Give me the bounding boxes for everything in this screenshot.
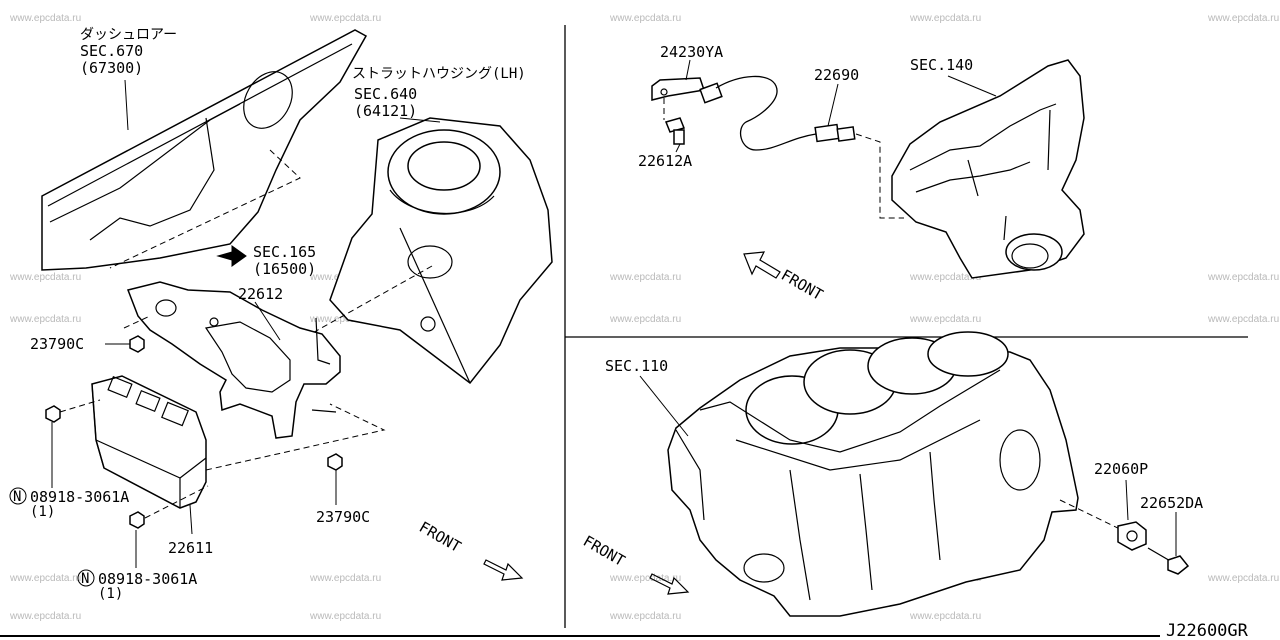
left-leader-lines [51, 79, 441, 568]
top-right-leader-lines [675, 59, 997, 153]
ecm-unit [59, 375, 386, 519]
part-22612a-label: 22612A [638, 152, 692, 170]
nut-08918 [129, 511, 145, 529]
watermark: www.epcdata.ru [9, 272, 81, 283]
top-right-labels: 24230YA 22612A 22690 SEC.140 [638, 43, 973, 170]
watermark: www.epcdata.ru [909, 13, 981, 24]
bottom-right-labels: SEC.110 22060P 22652DA [605, 357, 1203, 512]
strut-jp-label: ストラットハウジング(LH) [352, 66, 526, 82]
knock-sensor-22060p [1117, 521, 1147, 551]
watermark: www.epcdata.ru [609, 13, 681, 24]
part-24230ya-label: 24230YA [660, 43, 723, 61]
bottom-right-leader-lines [639, 375, 1177, 556]
front-label: FRONT [580, 532, 628, 570]
o2-sensor-22690 [699, 75, 904, 219]
part-08918-label: 08918-3061A [98, 570, 197, 588]
sensor-bolt-22612a [663, 98, 686, 145]
dash-lower-panel [41, 29, 368, 271]
bolt-22652da [1147, 547, 1190, 575]
front-arrow-top-right: FRONT [743, 251, 826, 304]
left-fasteners [45, 315, 343, 529]
watermark: www.epcdata.ru [609, 573, 681, 584]
part-22611-label: 22611 [168, 539, 213, 557]
strut-sec-label: SEC.640 [354, 85, 417, 103]
n-symbol: N [81, 571, 89, 587]
watermark: www.epcdata.ru [309, 13, 381, 24]
front-label: FRONT [778, 266, 826, 304]
watermark: www.epcdata.ru [909, 272, 981, 283]
sec165-label: SEC.165 [253, 243, 316, 261]
part-22690-label: 22690 [814, 66, 859, 84]
watermark: www.epcdata.ru [909, 314, 981, 325]
cylinder-block [667, 331, 1127, 617]
n-symbol-circle [77, 569, 95, 587]
watermark: www.epcdata.ru [1207, 314, 1279, 325]
front-arrow-bottom-right: FRONT [580, 532, 690, 595]
dash-lower-jp-label: ダッシュロアー [80, 27, 177, 43]
watermark: www.epcdata.ru [1207, 13, 1279, 24]
front-label: FRONT [416, 518, 464, 556]
strut-housing [299, 117, 553, 385]
sec110-label: SEC.110 [605, 357, 668, 375]
part-08918-qty: (1) [98, 586, 123, 602]
watermark: www.epcdata.ru [9, 13, 81, 24]
part-23790c-label: 23790C [30, 335, 84, 353]
front-arrow-left: FRONT [416, 518, 524, 581]
part-08918-label: 08918-3061A [30, 488, 129, 506]
watermark: www.epcdata.ru [309, 314, 381, 325]
exhaust-manifold [891, 59, 1085, 279]
nut-23790c [327, 453, 343, 471]
sec165-num-label: (16500) [253, 260, 316, 278]
sensor-bracket-24230ya [651, 77, 705, 101]
diagram-code: J22600GR [1166, 621, 1249, 640]
watermark: www.epcdata.ru [309, 573, 381, 584]
watermark: www.epcdata.ru [609, 611, 681, 622]
dash-lower-num-label: (67300) [80, 59, 143, 77]
watermark: www.epcdata.ru [609, 272, 681, 283]
dash-lower-sec-label: SEC.670 [80, 42, 143, 60]
sec140-label: SEC.140 [910, 56, 973, 74]
n-symbol-circle [9, 487, 27, 505]
part-22060p-label: 22060P [1094, 460, 1148, 478]
sec165-arrow [216, 245, 247, 267]
part-22612-label: 22612 [238, 285, 283, 303]
watermark: www.epcdata.ru [909, 611, 981, 622]
ecm-bracket [126, 281, 341, 439]
part-08918-qty: (1) [30, 504, 55, 520]
watermark: www.epcdata.ru [1207, 573, 1279, 584]
nut-08918 [45, 405, 61, 423]
part-23790c-label: 23790C [316, 508, 370, 526]
watermark: www.epcdata.ru [9, 314, 81, 325]
watermark: www.epcdata.ru [1207, 272, 1279, 283]
watermark: www.epcdata.ru [309, 611, 381, 622]
left-labels: ダッシュロアー SEC.670 (67300) ストラットハウジング(LH) S… [9, 27, 526, 602]
watermark: www.epcdata.ru [9, 573, 81, 584]
watermark: www.epcdata.ru [9, 611, 81, 622]
n-symbol: N [13, 489, 21, 505]
nut-23790c [129, 335, 145, 353]
part-22652da-label: 22652DA [1140, 494, 1203, 512]
watermark: www.epcdata.ru [609, 314, 681, 325]
strut-num-label: (64121) [354, 102, 417, 120]
section-dividers [0, 25, 1248, 637]
